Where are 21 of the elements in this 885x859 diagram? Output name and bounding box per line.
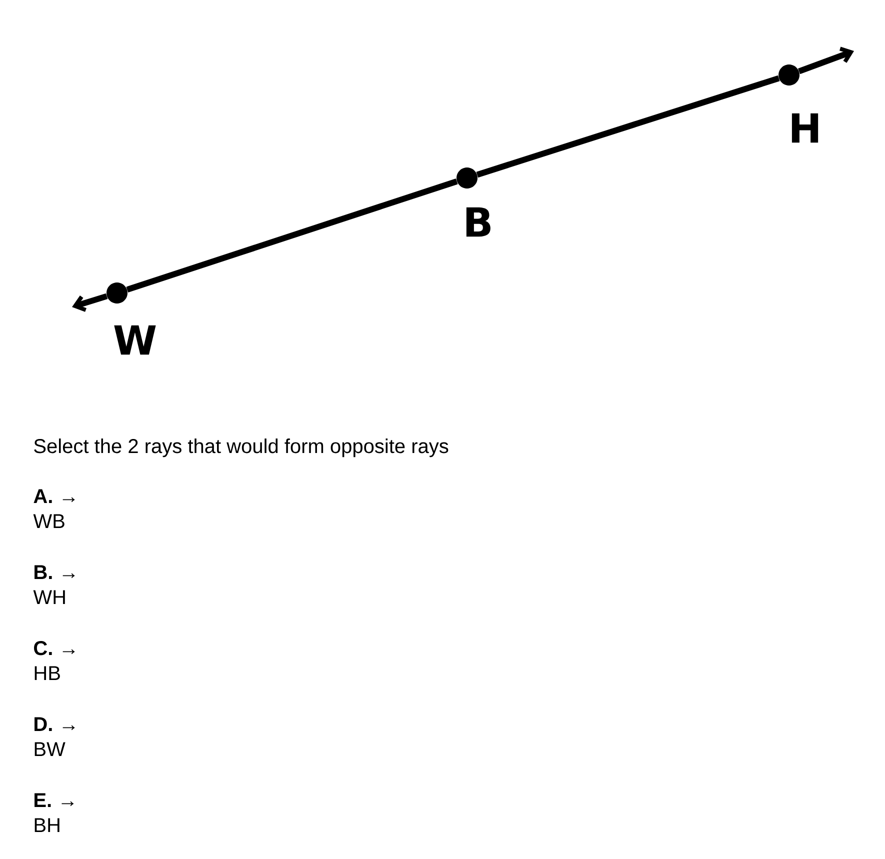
line-segment: [126, 178, 458, 293]
ray-name: WB: [33, 514, 64, 528]
ray-name: BH: [34, 818, 60, 832]
node-label: H: [792, 113, 818, 143]
ray-name: HB: [34, 666, 60, 680]
question-text: Select the 2 rays that would form opposite rays: [34, 438, 448, 458]
ray-name: WH: [33, 590, 65, 604]
node-label: B: [466, 207, 490, 237]
option-letter: B. →: [34, 565, 75, 579]
node-label: W: [114, 325, 156, 355]
ray-name: BW: [34, 742, 66, 756]
arrow: [72, 293, 108, 312]
option-letter: D. →: [34, 717, 75, 731]
option-letter: E. →: [34, 793, 74, 807]
point: W: [106, 282, 156, 355]
point: B: [456, 168, 490, 237]
option-letter: A. →: [34, 489, 75, 503]
line-segment: [476, 75, 780, 178]
point: H: [778, 64, 818, 143]
arrow: [798, 46, 854, 74]
option-letter: C. →: [34, 641, 75, 656]
